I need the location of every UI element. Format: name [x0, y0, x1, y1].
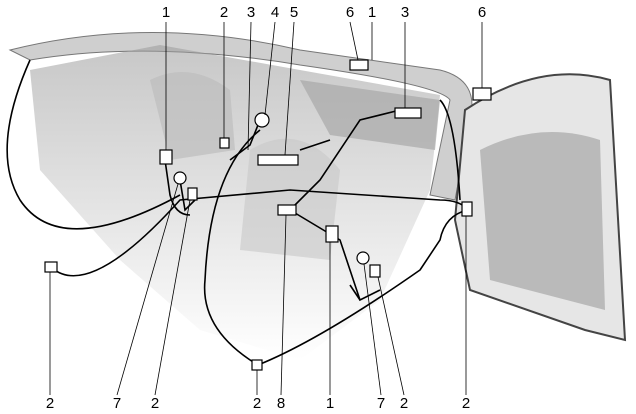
top-callout-2: 2: [219, 4, 229, 21]
top-callout-9: 6: [477, 4, 487, 21]
bottom-callout-6: 1: [325, 395, 335, 412]
bottom-callout-1: 2: [45, 395, 55, 412]
bottom-callout-2: 7: [112, 395, 122, 412]
top-callout-6: 6: [345, 4, 355, 21]
connector-2-door: [461, 201, 473, 217]
bottom-callout-5: 8: [276, 395, 286, 412]
component-4: [254, 112, 270, 128]
module-3-right: [394, 107, 422, 119]
module-1-front: [325, 225, 339, 243]
leader-lines: [49, 21, 483, 396]
module-1-rear: [159, 149, 173, 165]
connector-2-top: [219, 137, 230, 149]
bottom-callout-3: 2: [150, 395, 160, 412]
rear-seat: [150, 72, 235, 160]
front-seat: [240, 138, 340, 260]
bottom-callout-4: 2: [252, 395, 262, 412]
connector-2-bottom: [251, 359, 263, 371]
top-callout-7: 1: [367, 4, 377, 21]
top-callout-1: 1: [161, 4, 171, 21]
bottom-callout-8: 2: [399, 395, 409, 412]
top-callout-4: 4: [270, 4, 280, 21]
module-5: [257, 154, 299, 166]
component-6-left: [349, 59, 369, 71]
wiring-harness: [6, 59, 469, 366]
component-6-right: [472, 87, 492, 101]
top-callout-3: 3: [246, 4, 256, 21]
sensor-7-rear: [173, 171, 187, 185]
sensor-7-front: [356, 251, 370, 265]
connector-2-rear: [187, 187, 198, 201]
top-callout-8: 3: [400, 4, 410, 21]
bottom-callout-9: 2: [461, 395, 471, 412]
connector-2-front: [369, 264, 381, 278]
door-panel: [480, 132, 605, 310]
top-callout-5: 5: [289, 4, 299, 21]
bottom-callout-7: 7: [376, 395, 386, 412]
connector-2-left: [44, 261, 58, 273]
module-8: [277, 204, 297, 216]
components: [44, 59, 492, 371]
